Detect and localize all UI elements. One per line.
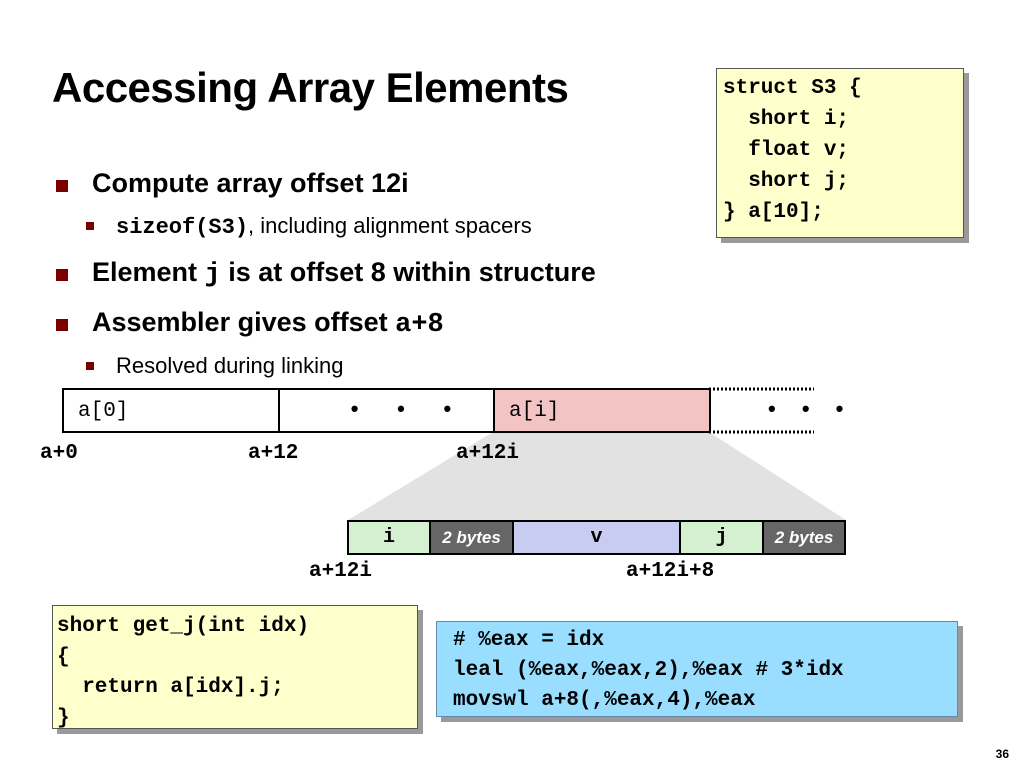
padding-field-1: 2 bytes: [429, 520, 514, 555]
array-cell-middle: • • •: [278, 388, 495, 433]
field-i: i: [347, 520, 431, 555]
bullet-assembler-code: a+8: [395, 310, 444, 340]
bullet-element-post: is at offset 8 within structure: [220, 257, 596, 287]
bullet-assembler-pre: Assembler gives offset: [92, 307, 396, 337]
bullet-offset: Compute array offset 12i: [56, 168, 409, 199]
bullet-element-code: j: [204, 260, 221, 290]
address-a12: a+12: [248, 442, 299, 465]
sizeof-text: , including alignment spacers: [248, 213, 532, 238]
bullet-element-j: Element j is at offset 8 within structur…: [56, 257, 596, 290]
struct-address-j: a+12i+8: [626, 560, 715, 583]
assembly-code-box: # %eax = idx leal (%eax,%eax,2),%eax # 3…: [436, 621, 958, 717]
address-a12i: a+12i: [456, 442, 520, 465]
array-cell-ai: a[i]: [493, 388, 711, 433]
bullet-marker: [56, 269, 68, 281]
subbullet-linking: Resolved during linking: [86, 353, 344, 379]
field-j: j: [679, 520, 764, 555]
ellipsis-dots-trailing: • • •: [768, 396, 854, 421]
subbullet-marker: [86, 222, 94, 230]
sizeof-code: sizeof(S3): [116, 215, 249, 240]
bullet-marker: [56, 319, 68, 331]
page-number: 36: [995, 747, 1009, 761]
padding-field-2: 2 bytes: [762, 520, 846, 555]
ellipsis-dots: • • •: [348, 398, 465, 423]
array-cell-ai-label: a[i]: [509, 400, 560, 423]
bullet-offset-text: Compute array offset 12i: [92, 168, 409, 198]
array-cell-a0-label: a[0]: [78, 400, 129, 423]
subbullet-marker: [86, 362, 94, 370]
bullet-assembler: Assembler gives offset a+8: [56, 307, 444, 340]
address-a0: a+0: [40, 442, 78, 465]
slide-title: Accessing Array Elements: [52, 64, 569, 111]
array-cell-a0: a[0]: [62, 388, 280, 433]
bullet-element-pre: Element: [92, 257, 205, 287]
struct-address-start: a+12i: [309, 560, 373, 583]
field-v: v: [512, 520, 681, 555]
struct-code-box: struct S3 { short i; float v; short j; }…: [716, 68, 964, 238]
expansion-shape: [348, 432, 846, 520]
get-j-code-box: short get_j(int idx) { return a[idx].j; …: [52, 605, 418, 730]
bullet-marker: [56, 180, 68, 192]
linking-text: Resolved during linking: [116, 353, 344, 378]
subbullet-sizeof: sizeof(S3), including alignment spacers: [86, 213, 532, 240]
